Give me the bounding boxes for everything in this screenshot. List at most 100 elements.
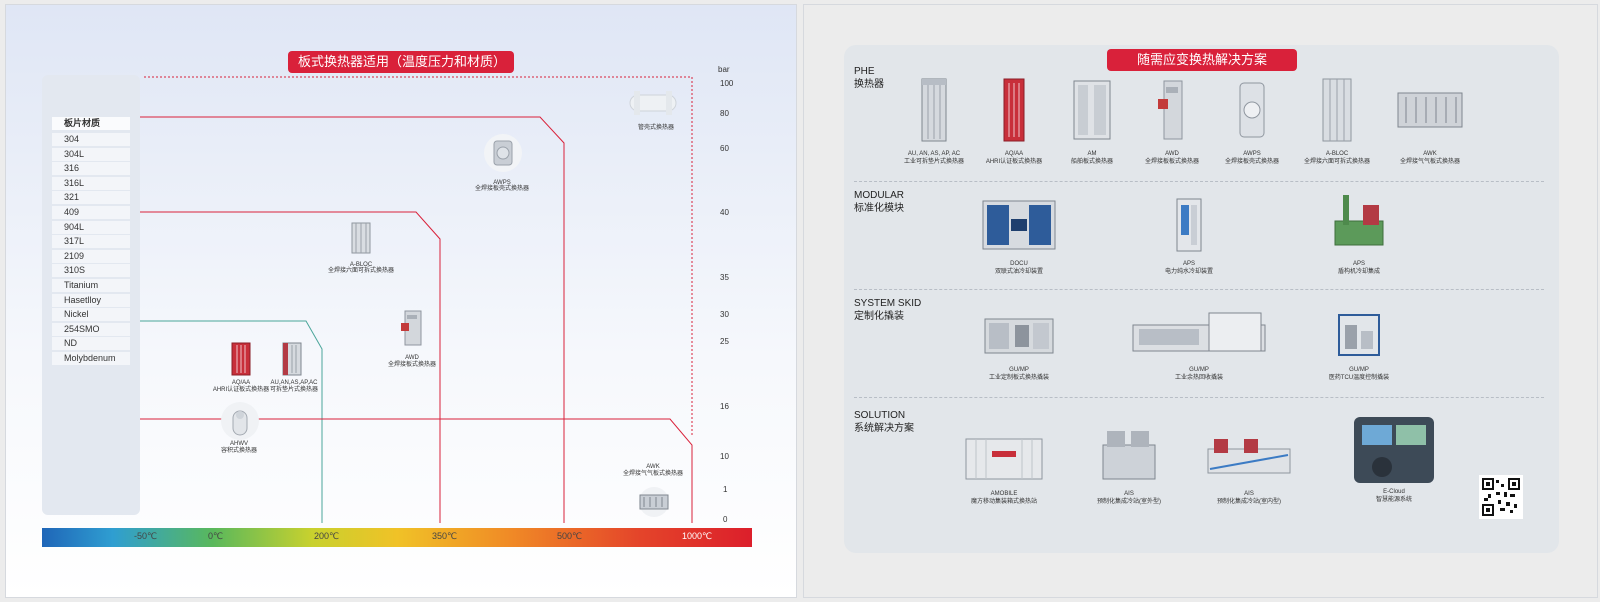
item-name: GU/MP bbox=[1349, 367, 1369, 373]
item-name: AMOBILE bbox=[990, 491, 1018, 497]
item-desc: 全焊接板板式换热器 bbox=[1144, 159, 1199, 165]
ais-outdoor-image bbox=[1102, 431, 1156, 480]
item-name: GU/MP bbox=[1009, 367, 1029, 373]
material-item: 317L bbox=[52, 235, 130, 248]
modular-item-aps-tbm: APS 盾构机冷却集成 bbox=[1314, 187, 1404, 276]
temp-label: 0℃ bbox=[208, 531, 224, 541]
solutions-card: PHE 换热器 AU, AN, AS, AP, AC 工业可拆垫片式换热器 AQ… bbox=[844, 45, 1559, 553]
item-name: APS bbox=[1352, 261, 1365, 267]
awd-image bbox=[400, 309, 424, 347]
item-name: AWPS bbox=[1243, 151, 1261, 157]
pressure-tick: 40 bbox=[720, 208, 729, 217]
item-desc: 魔方移动集装箱式换热站 bbox=[970, 499, 1037, 505]
item-name: AIS bbox=[1124, 491, 1134, 497]
phe-aqaa-image bbox=[1003, 78, 1025, 142]
item-desc: 盾构机冷却集成 bbox=[1337, 269, 1380, 275]
solution-item-ais-outdoor: AIS 预制化集成冷站(室外型) bbox=[1084, 423, 1174, 506]
item-name: DOCU bbox=[1010, 261, 1028, 267]
material-item: 409 bbox=[52, 206, 130, 219]
item-desc: 工业余热回收撬装 bbox=[1174, 375, 1223, 381]
qr-code-icon bbox=[1479, 475, 1523, 519]
item-desc: 医药TCU温度控制撬装 bbox=[1328, 375, 1390, 381]
material-item: Hasetlloy bbox=[52, 294, 130, 307]
item-name: AIS bbox=[1244, 491, 1254, 497]
awps-image bbox=[483, 133, 523, 173]
awps-range-line bbox=[116, 116, 565, 523]
left-title-banner: 板式换热器适用（温度压力和材质） bbox=[288, 51, 514, 73]
phe-am-image bbox=[1073, 80, 1111, 140]
section-divider bbox=[854, 289, 1544, 290]
aps-tbm-image bbox=[1334, 195, 1384, 246]
tube-shell-label: 管壳式换热器 bbox=[637, 125, 674, 131]
phe-awps-image bbox=[1239, 82, 1265, 138]
skid-heat-recovery-image bbox=[1132, 312, 1266, 352]
awk-image bbox=[634, 487, 674, 517]
item-desc: 全焊接板壳式换热器 bbox=[1224, 159, 1279, 165]
item-name: AU, AN, AS, AP, AC bbox=[907, 151, 961, 157]
phe-abloc-image bbox=[1322, 78, 1352, 142]
section-solution-title: SOLUTION 系统解决方案 bbox=[854, 409, 914, 435]
materials-header: 板片材质 bbox=[52, 117, 130, 130]
item-desc: 全焊接六面可拆式换热器 bbox=[1303, 159, 1370, 165]
au-image bbox=[281, 341, 303, 377]
awd-name: AWD bbox=[405, 355, 419, 361]
temp-label: 500℃ bbox=[557, 531, 583, 541]
phe-item-am: AM 船舶板式换热器 bbox=[1054, 75, 1130, 166]
item-name: GU/MP bbox=[1189, 367, 1209, 373]
section-cn: 系统解决方案 bbox=[854, 423, 914, 434]
section-phe-title: PHE 换热器 bbox=[854, 65, 884, 91]
section-en: SOLUTION bbox=[854, 410, 906, 421]
phe-item-aqaa: AQ/AA AHRI认证板式换热器 bbox=[976, 75, 1052, 166]
pressure-tick: 1 bbox=[723, 485, 728, 494]
pressure-unit: bar bbox=[718, 65, 730, 74]
awk-name: AWK bbox=[646, 464, 660, 470]
skid-item-heat-recovery: GU/MP 工业余热回收撬装 bbox=[1124, 307, 1274, 382]
aqaa-desc: AHRI认证板式换热器 bbox=[212, 387, 270, 393]
awk-range-line bbox=[116, 418, 693, 523]
aps-power-image bbox=[1176, 198, 1202, 252]
abloc-range-line bbox=[116, 211, 441, 523]
item-name: APS bbox=[1182, 261, 1195, 267]
amobile-image bbox=[965, 438, 1043, 480]
pressure-tick: 30 bbox=[720, 310, 729, 319]
phe-item-au: AU, AN, AS, AP, AC 工业可拆垫片式换热器 bbox=[896, 75, 972, 166]
ecloud-image bbox=[1354, 417, 1434, 483]
material-item: 321 bbox=[52, 191, 130, 204]
section-cn: 定制化撬装 bbox=[854, 311, 904, 322]
pressure-tick: 16 bbox=[720, 402, 729, 411]
material-item: 304L bbox=[52, 148, 130, 161]
abloc-desc: 全焊接六面可拆式换热器 bbox=[328, 268, 395, 274]
item-name: AWD bbox=[1165, 151, 1179, 157]
materials-column: 板片材质 304 304L 316 316L 321 409 904L 317L… bbox=[42, 75, 140, 515]
section-skid-title: SYSTEM SKID 定制化撬装 bbox=[854, 297, 921, 323]
abloc-name: A-BLOC bbox=[349, 262, 373, 268]
item-name: AQ/AA bbox=[1004, 151, 1024, 157]
tube-shell-exchanger-image bbox=[628, 89, 678, 117]
section-divider bbox=[854, 181, 1544, 182]
phe-item-awk: AWK 全焊接气气板式换热器 bbox=[1384, 75, 1476, 166]
temp-label: 350℃ bbox=[432, 531, 458, 541]
temp-label: -50℃ bbox=[134, 531, 158, 541]
material-item: 2109 bbox=[52, 250, 130, 263]
solution-item-ais-indoor: AIS 预制化集成冷站(室内型) bbox=[1194, 425, 1304, 506]
abloc-image bbox=[350, 221, 372, 255]
pressure-tick: 25 bbox=[720, 337, 729, 346]
aqaa-image bbox=[230, 341, 252, 377]
pressure-tick: 60 bbox=[720, 144, 729, 153]
section-cn: 换热器 bbox=[854, 79, 884, 90]
item-name: AWK bbox=[1423, 151, 1437, 157]
item-desc: 全焊接气气板式换热器 bbox=[1399, 159, 1460, 165]
material-item: 316 bbox=[52, 162, 130, 175]
awps-name: AWPS bbox=[493, 180, 511, 186]
modular-item-docu: DOCU 双联式油冷却装置 bbox=[974, 195, 1064, 276]
pressure-tick: 35 bbox=[720, 273, 729, 282]
skid-item-pharma: GU/MP 医药TCU温度控制撬装 bbox=[1314, 307, 1404, 382]
material-item: Molybdenum bbox=[52, 352, 130, 365]
au-desc: 可拆垫片式换热器 bbox=[269, 387, 318, 393]
item-desc: 电力纯水冷却装置 bbox=[1164, 269, 1213, 275]
phe-item-awps: AWPS 全焊接板壳式换热器 bbox=[1214, 75, 1290, 166]
section-divider bbox=[854, 397, 1544, 398]
item-desc: 双联式油冷却装置 bbox=[994, 269, 1043, 275]
modular-item-aps-power: APS 电力纯水冷却装置 bbox=[1144, 195, 1234, 276]
temp-label: 1000℃ bbox=[682, 531, 713, 541]
